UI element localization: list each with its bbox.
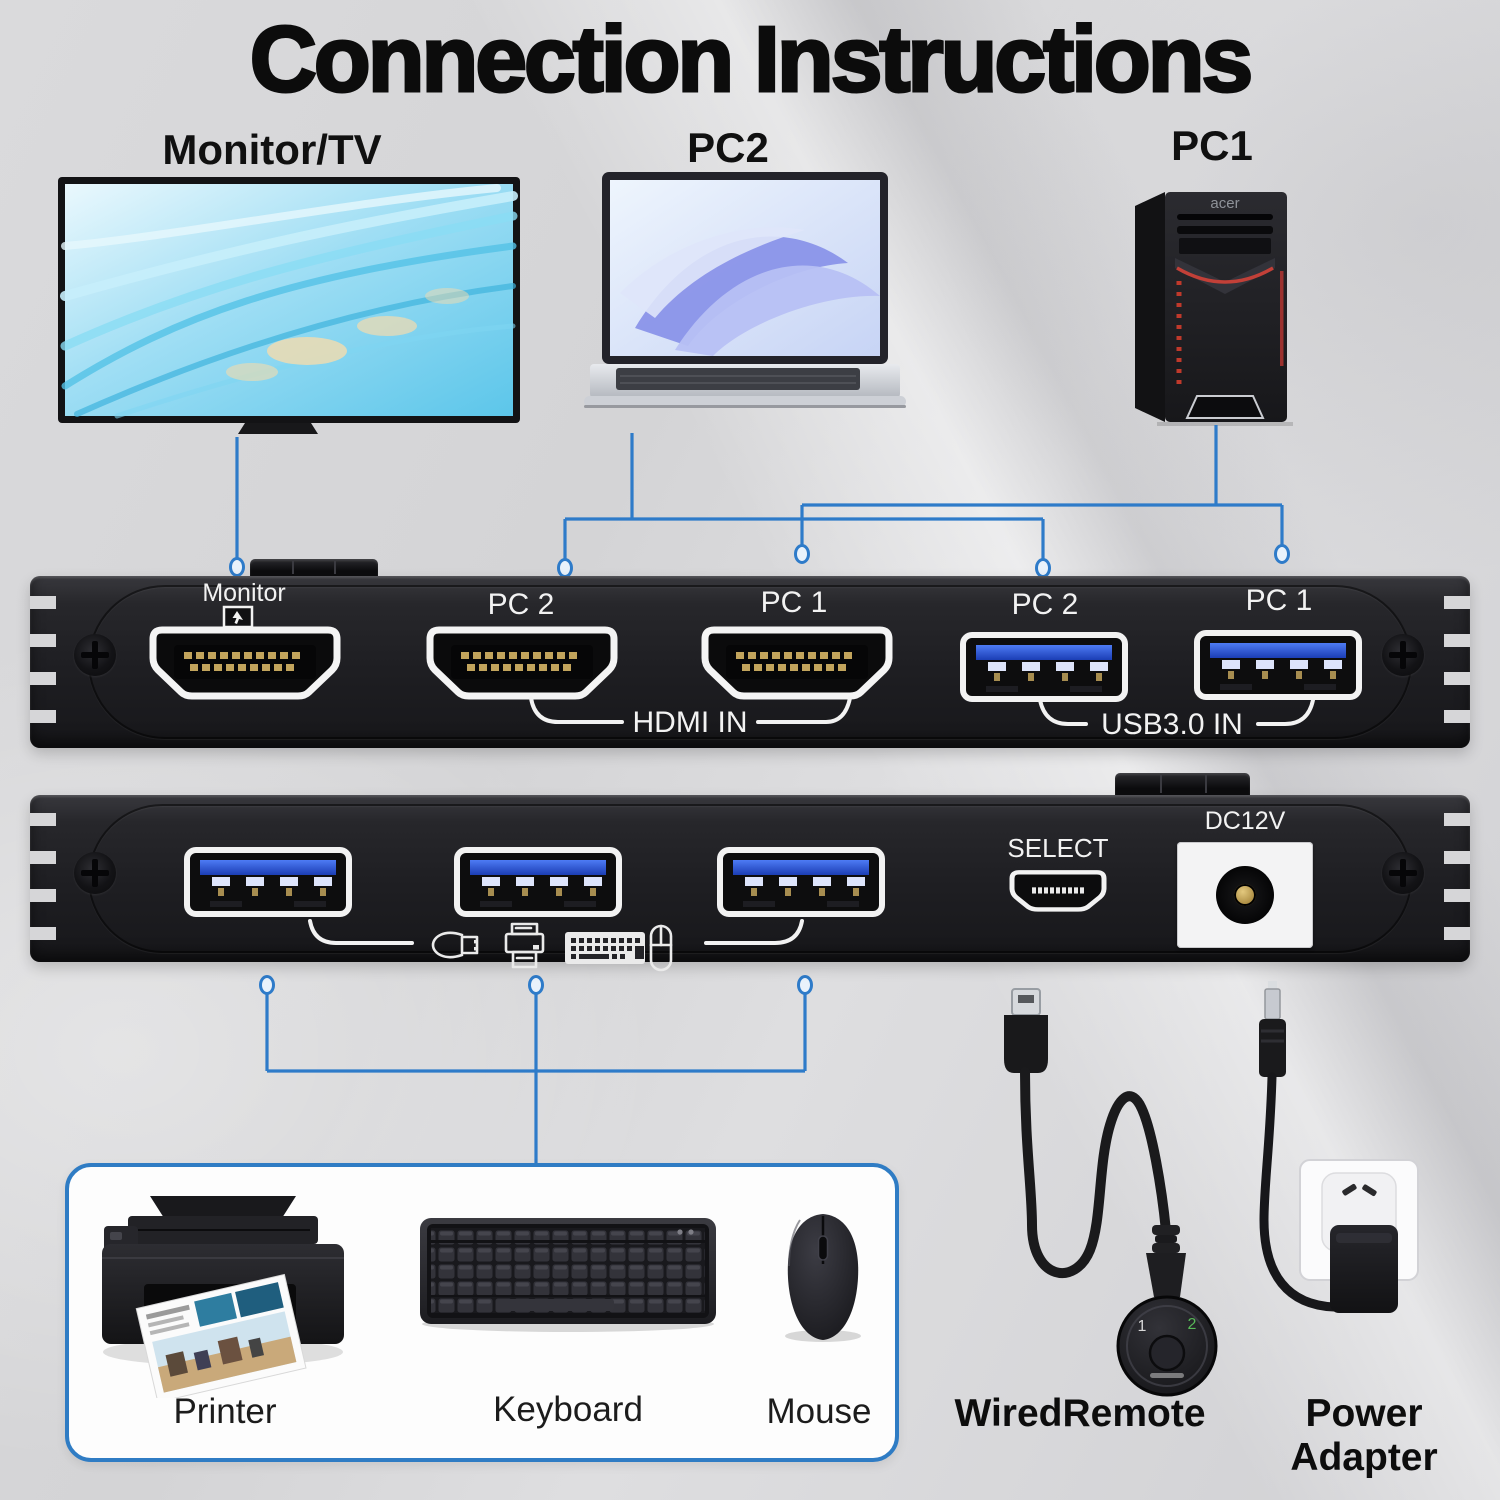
pc2-laptop-image <box>584 172 906 408</box>
tower-brand-text: acer <box>1210 195 1239 212</box>
printer-image <box>102 1196 344 1398</box>
wired-remote-image: 1 2 <box>1004 988 1218 1397</box>
kvm-back-panel: SELECT DC12V <box>30 773 1470 972</box>
kvm-front-panel: Monitor PC 2 PC 1 PC 2 PC 1 HDMI IN USB3… <box>30 559 1470 748</box>
keyboard-image <box>420 1218 716 1332</box>
keyboard-label: Keyboard <box>493 1390 643 1429</box>
pc1-tower-image: acer <box>1135 192 1293 426</box>
usb-pc2-port-label: PC 2 <box>1011 588 1079 621</box>
remote-button-1-label: 1 <box>1138 1318 1147 1335</box>
power-cable <box>1259 1072 1351 1312</box>
remote-cable <box>1020 1067 1171 1279</box>
hdmi-pc2-port-label: PC 2 <box>487 588 555 621</box>
select-port-label: SELECT <box>1007 833 1109 863</box>
connector-dot <box>1035 558 1051 578</box>
connector-dot <box>1274 544 1290 564</box>
screw-icon <box>74 634 116 676</box>
power-adapter-image <box>1259 981 1419 1313</box>
mouse-image <box>785 1214 861 1342</box>
usb3-in-group-label: USB3.0 IN <box>1101 708 1243 741</box>
remote-select-button <box>1148 1334 1186 1372</box>
usb-drive-icon <box>431 931 479 959</box>
adapter-body <box>1330 1225 1398 1313</box>
page-title: Connection Instructions <box>248 6 1255 113</box>
pc1-label: PC1 <box>1171 122 1253 169</box>
front-panel-group-labels: HDMI IN USB3.0 IN <box>529 696 1315 741</box>
mouse-icon <box>649 924 673 972</box>
hdmi-in-group-label: HDMI IN <box>633 706 748 739</box>
connector-dot <box>557 558 573 578</box>
dc-plug <box>1264 988 1281 1020</box>
remote-button-2-label: 2 <box>1188 1316 1197 1333</box>
connector-dot <box>794 544 810 564</box>
dc12v-port-label: DC12V <box>1204 807 1286 835</box>
keyboard-icon <box>565 932 645 964</box>
printer-icon <box>504 922 545 969</box>
wired-remote-label: WiredRemote <box>954 1392 1206 1435</box>
monitor-port-label: Monitor <box>202 579 286 607</box>
connector-dot <box>229 557 245 577</box>
select-micro-usb-port <box>1009 870 1107 912</box>
usb-pc1-port-label: PC 1 <box>1245 584 1313 617</box>
monitor-tv-image <box>58 177 520 434</box>
connector-dot <box>528 975 544 995</box>
screw-icon <box>1382 634 1424 676</box>
dc-power-jack <box>1177 842 1313 948</box>
connector-dot <box>797 975 813 995</box>
hdmi-pc1-port-label: PC 1 <box>760 586 828 619</box>
screw-icon <box>74 852 116 894</box>
screw-icon <box>1382 852 1424 894</box>
mouse-label: Mouse <box>766 1392 872 1431</box>
connector-dot <box>259 975 275 995</box>
back-panel-brackets <box>308 919 804 945</box>
switch-knob <box>1115 773 1250 795</box>
printer-label: Printer <box>173 1392 277 1431</box>
switch-knob <box>250 559 378 576</box>
power-adapter-label: Power Adapter <box>1290 1392 1438 1479</box>
pc2-label: PC2 <box>687 124 769 171</box>
monitor-tv-label: Monitor/TV <box>162 126 382 173</box>
